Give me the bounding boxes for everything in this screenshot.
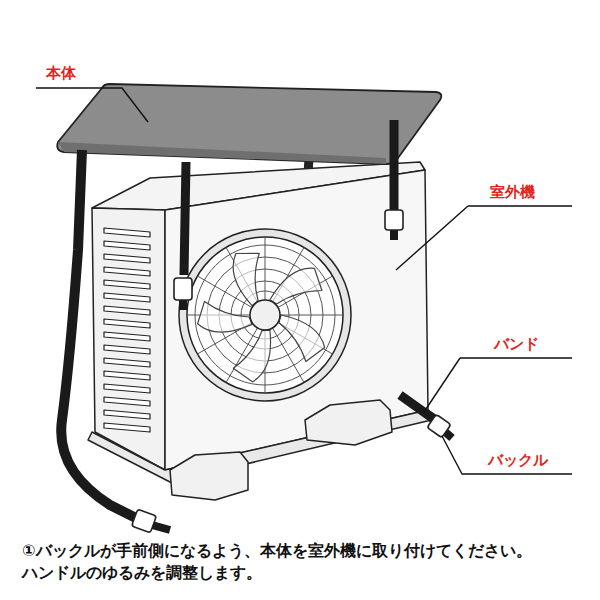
- part-label: バンド: [492, 335, 541, 353]
- part-label: バックル: [486, 451, 550, 469]
- part-label: 室外機: [488, 183, 537, 201]
- caption: ①バックルが手前側になるよう、本体を室外機に取り付けてください。 ハンドルのゆる…: [22, 540, 542, 583]
- part-label: 本体: [44, 64, 78, 82]
